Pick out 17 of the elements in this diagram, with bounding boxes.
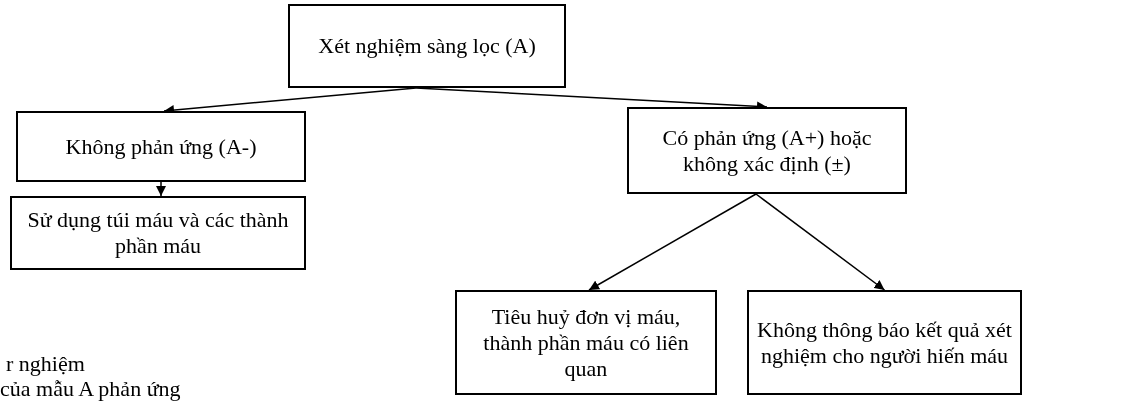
box-label: Không thông báo kết quả xét nghiệm cho người hiến máu — [756, 316, 1013, 369]
process-box — [455, 290, 717, 395]
note-text: r nghiệm — [6, 352, 85, 376]
process-box — [10, 196, 306, 270]
box-label: Tiêu huỷ đơn vị máu, thành phần máu có liên quan — [482, 303, 690, 382]
box-label: Xét nghiệm sàng lọc (A) — [317, 33, 537, 59]
process-box — [16, 111, 306, 182]
arrow — [156, 181, 166, 197]
arrow — [755, 193, 886, 291]
process-box — [627, 107, 907, 194]
note-text: của mẫu A phản ứng — [0, 377, 181, 401]
process-box — [288, 4, 566, 88]
box-label: Có phản ứng (A+) hoặc không xác định (±) — [661, 124, 873, 177]
box-label: Không phản ứng (A-) — [64, 133, 258, 160]
process-box — [747, 290, 1022, 395]
arrow — [588, 193, 757, 291]
box-label: Sử dụng túi máu và các thành phần máu — [26, 207, 290, 259]
